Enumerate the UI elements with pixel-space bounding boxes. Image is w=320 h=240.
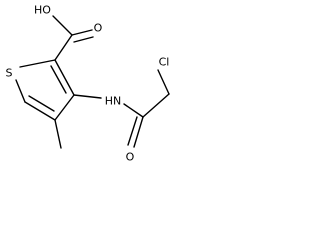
bond-c5-c4 <box>24 101 56 121</box>
bond-c3-n <box>73 94 102 99</box>
bond-n-camide <box>123 103 144 118</box>
bond-camide-o-double <box>127 116 138 146</box>
bond-camide-o <box>133 116 144 148</box>
chlorine-label: Cl <box>159 56 170 69</box>
bond-c2-s <box>19 59 56 68</box>
bond-s-c5 <box>15 79 26 103</box>
amide-carbonyl-oxygen-label: O <box>126 151 135 164</box>
bond-c4-methyl <box>54 119 62 149</box>
bond-cacid-o-double <box>73 36 94 43</box>
molecule-drawing: HO O S HN Cl O <box>6 4 170 164</box>
bond-c3-c2 <box>54 59 75 96</box>
bond-c4-c3 <box>54 94 75 121</box>
bond-cacid-o <box>71 29 93 36</box>
bond-c3-c2-inner <box>50 65 67 94</box>
bond-cacid-oh <box>52 15 73 36</box>
acid-carbonyl-oxygen-label: O <box>94 22 103 35</box>
amide-nitrogen-label: HN <box>105 95 122 108</box>
bond-ch2-cl <box>157 69 170 95</box>
sulfur-label: S <box>6 67 13 80</box>
bond-c5-c4-inner <box>28 95 55 112</box>
structure-diagram: HO O S HN Cl O <box>0 0 199 185</box>
bond-camide-ch2 <box>142 93 170 118</box>
hydroxyl-label: HO <box>34 4 51 17</box>
bond-c2-cacid <box>54 34 73 61</box>
